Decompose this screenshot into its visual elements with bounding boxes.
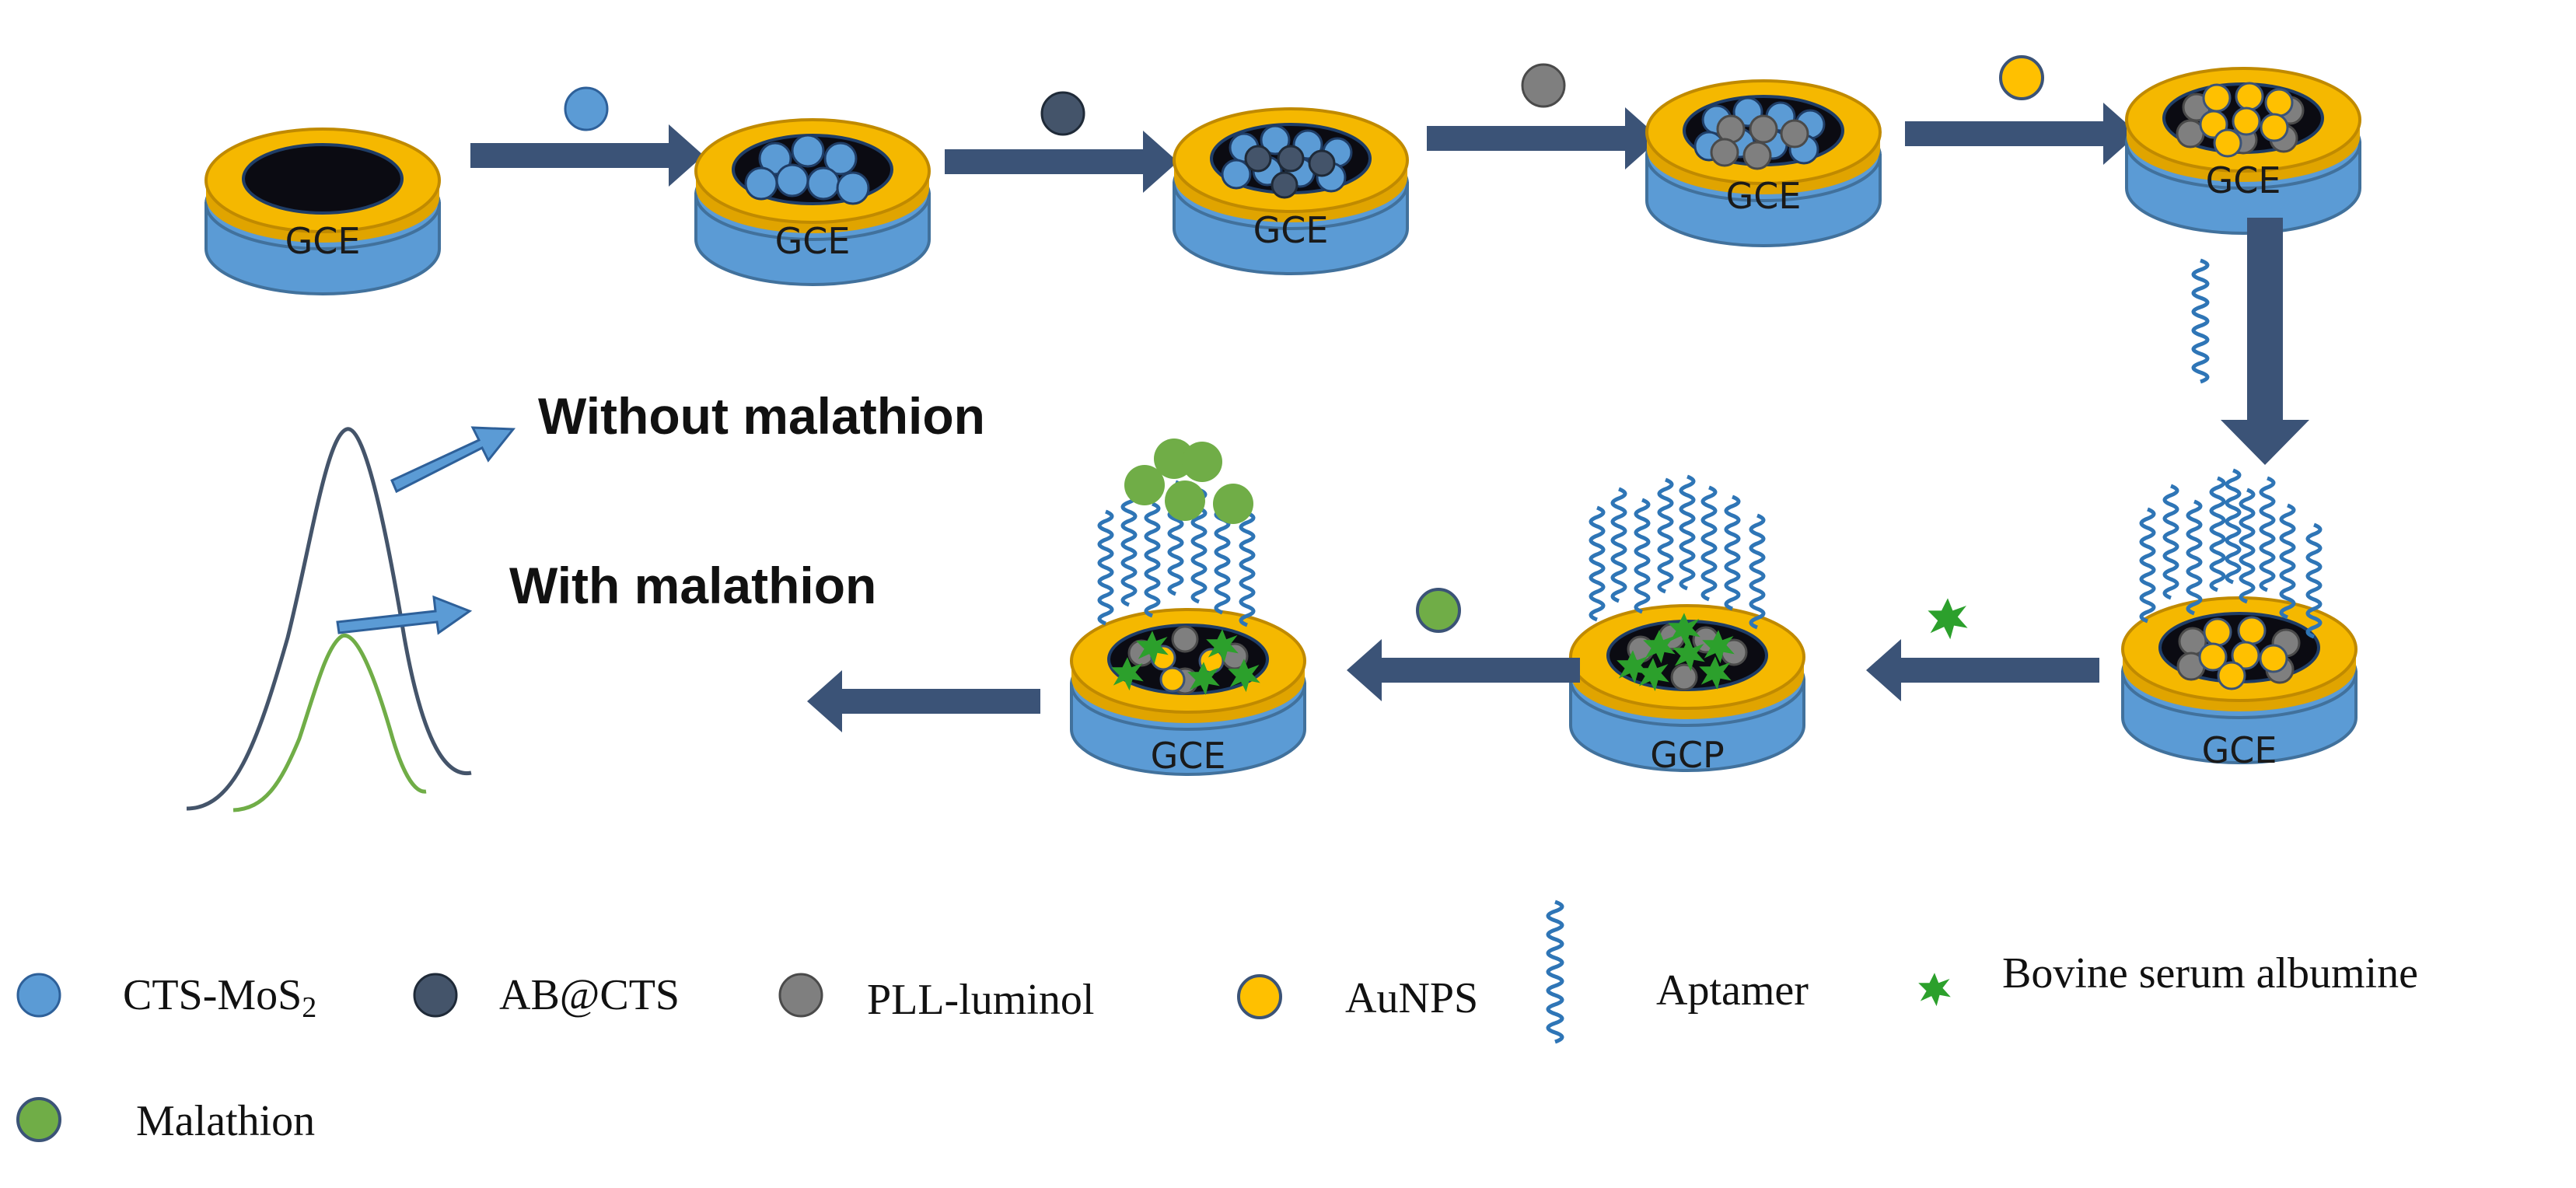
- curve-without-malathion: [186, 427, 472, 811]
- electrode-label: GCE: [2206, 159, 2281, 201]
- legend-label: AuNPS: [1345, 974, 1478, 1022]
- pointer-arrow-without: [390, 426, 516, 494]
- malathion-legend-icon: [16, 1097, 61, 1142]
- bsa-legend-icon: [1918, 973, 1951, 1007]
- electrode-label: GCE: [2202, 729, 2277, 771]
- legend-label: Malathion: [136, 1097, 315, 1145]
- electrode-label: GCP: [1650, 734, 1725, 776]
- legend-item-aunps: AuNPS: [1237, 974, 1478, 1022]
- electrode-bsa: GCP: [1569, 477, 1805, 776]
- electrode-aptamer: GCE: [2121, 470, 2358, 771]
- electrode-malathion: GCE: [1070, 439, 1306, 777]
- electrode-pll-luminol: GCE: [1645, 79, 1882, 247]
- curve-with-malathion: [232, 634, 427, 812]
- svg-text:CTS-MoS2: CTS-MoS2: [123, 971, 316, 1024]
- legend-label: CTS-MoS: [123, 971, 302, 1019]
- arrow-step3: [1427, 107, 1660, 169]
- aptamer-legend-icon: [1546, 900, 1564, 1044]
- signal-readout: [186, 426, 516, 812]
- electrode-bare-gce: GCE: [204, 128, 441, 295]
- electrode-label: GCE: [1253, 209, 1329, 251]
- arrow-down-aptamer: [2221, 218, 2309, 465]
- ab-cts-particle-icon: [1040, 91, 1085, 136]
- electrode-label: GCE: [285, 220, 361, 262]
- legend-item-cts-mos2: CTS-MoS2: [16, 971, 316, 1024]
- arrow-to-readout: [807, 670, 1040, 732]
- legend-subscript: 2: [302, 991, 316, 1024]
- arrow-step6: [1866, 639, 2099, 701]
- ab-cts-legend-icon: [413, 973, 458, 1018]
- label-with-malathion: With malathion: [509, 557, 876, 614]
- electrode-label: GCE: [1151, 735, 1226, 777]
- legend-label: PLL-luminol: [867, 976, 1094, 1024]
- pointer-arrow-with: [336, 595, 473, 635]
- cts-mos2-particle-icon: [564, 86, 609, 131]
- arrow-step4: [1905, 103, 2138, 165]
- label-without-malathion: Without malathion: [538, 387, 985, 445]
- arrow-step1: [470, 124, 704, 187]
- legend-label: AB@CTS: [499, 971, 680, 1019]
- legend-label: Bovine serum albumine: [2002, 949, 2418, 998]
- legend-item-ab-cts: AB@CTS: [413, 971, 680, 1019]
- electrode-aunps: GCE: [2125, 67, 2361, 235]
- legend: CTS-MoS2 AB@CTS PLL-luminol AuNPS Aptame…: [16, 900, 2418, 1145]
- pll-luminol-particle-icon: [1521, 63, 1566, 108]
- electrode-cts-mos2: GCE: [694, 118, 931, 286]
- arrow-step7: [1347, 639, 1580, 701]
- bsa-particle-icon: [1928, 598, 1968, 640]
- arrow-step2: [945, 131, 1178, 193]
- pll-luminol-legend-icon: [778, 973, 823, 1018]
- aptamer-strand-icon: [2191, 258, 2210, 384]
- malathion-particle-icon: [1416, 588, 1461, 633]
- legend-item-bsa: Bovine serum albumine: [1918, 949, 2418, 1007]
- electrode-label: GCE: [775, 220, 851, 262]
- cts-mos2-legend-icon: [16, 973, 61, 1018]
- aunps-legend-icon: [1237, 974, 1282, 1019]
- legend-item-malathion: Malathion: [16, 1097, 315, 1145]
- legend-item-aptamer: Aptamer: [1546, 900, 1809, 1044]
- electrode-ab-cts: GCE: [1173, 107, 1409, 275]
- aunps-particle-icon: [1999, 55, 2044, 100]
- legend-label: Aptamer: [1656, 966, 1809, 1015]
- electrode-label: GCE: [1726, 175, 1802, 217]
- legend-item-pll-luminol: PLL-luminol: [778, 973, 1094, 1024]
